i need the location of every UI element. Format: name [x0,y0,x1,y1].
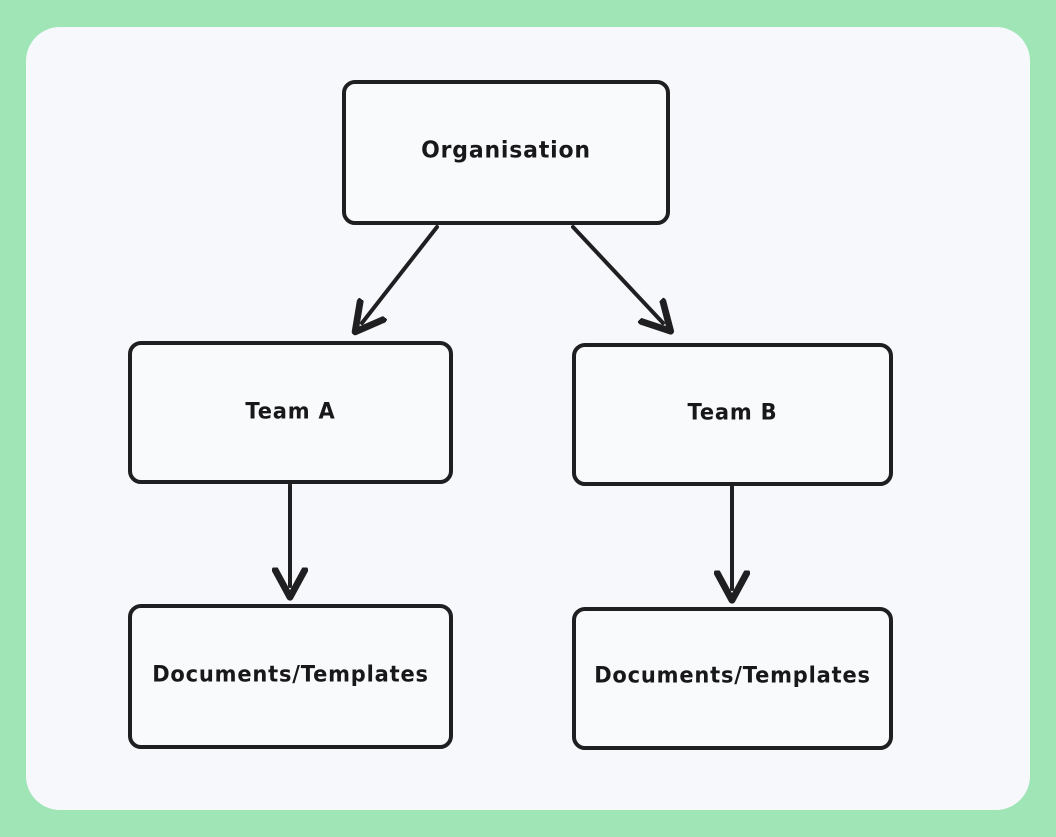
node-documents-templates-team-b-label: Documents/Templates [594,661,871,688]
node-documents-templates-team-b[interactable]: Documents/Templates [572,607,893,750]
edge-organisation-to-team-a [362,225,439,323]
node-documents-templates-team-a-label: Documents/Templates [152,660,429,687]
node-team-a[interactable]: Team A [128,341,453,484]
node-team-b[interactable]: Team B [572,343,893,486]
node-documents-templates-team-a[interactable]: Documents/Templates [128,604,453,749]
node-team-b-label: Team B [687,398,778,425]
diagram-card: Organisation Team A Team B Documents/Tem… [26,27,1030,810]
edge-organisation-to-team-b [571,225,663,323]
node-team-a-label: Team A [245,397,336,424]
node-organisation[interactable]: Organisation [342,80,670,225]
node-organisation-label: Organisation [421,137,591,164]
